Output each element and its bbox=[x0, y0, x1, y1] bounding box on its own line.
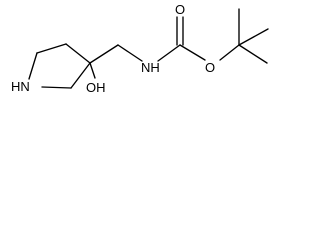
ring-bond-c4-c5 bbox=[65, 43, 91, 64]
o-carbonyl-label: O bbox=[175, 2, 185, 17]
nh-amide-label: NH bbox=[141, 60, 160, 75]
bond-tbu-me-right bbox=[238, 28, 269, 46]
bond-carbonyl-c-o bbox=[179, 44, 206, 61]
bond-ch2-nh bbox=[117, 44, 143, 62]
ring-bond-n-c2 bbox=[41, 86, 72, 89]
bond-o-tbu bbox=[219, 44, 240, 61]
ring-bond-c5-c3 bbox=[36, 43, 67, 54]
bond-c4-ch2 bbox=[89, 44, 119, 64]
o-ester-label: O bbox=[205, 60, 215, 75]
hn-ring-label: HN bbox=[11, 79, 30, 94]
ring-bond-c3-n bbox=[28, 52, 38, 80]
bond-c4-oh bbox=[89, 62, 96, 79]
molecule-diagram: O NH O HN OH bbox=[0, 0, 290, 106]
structure-svg: O NH O HN OH bbox=[11, 2, 269, 95]
bond-tbu-me-bottom bbox=[238, 44, 268, 64]
ring-bond-c2-c4 bbox=[70, 62, 91, 89]
bond-nh-carbonyl-c bbox=[157, 44, 181, 62]
oh-label: OH bbox=[86, 80, 106, 95]
